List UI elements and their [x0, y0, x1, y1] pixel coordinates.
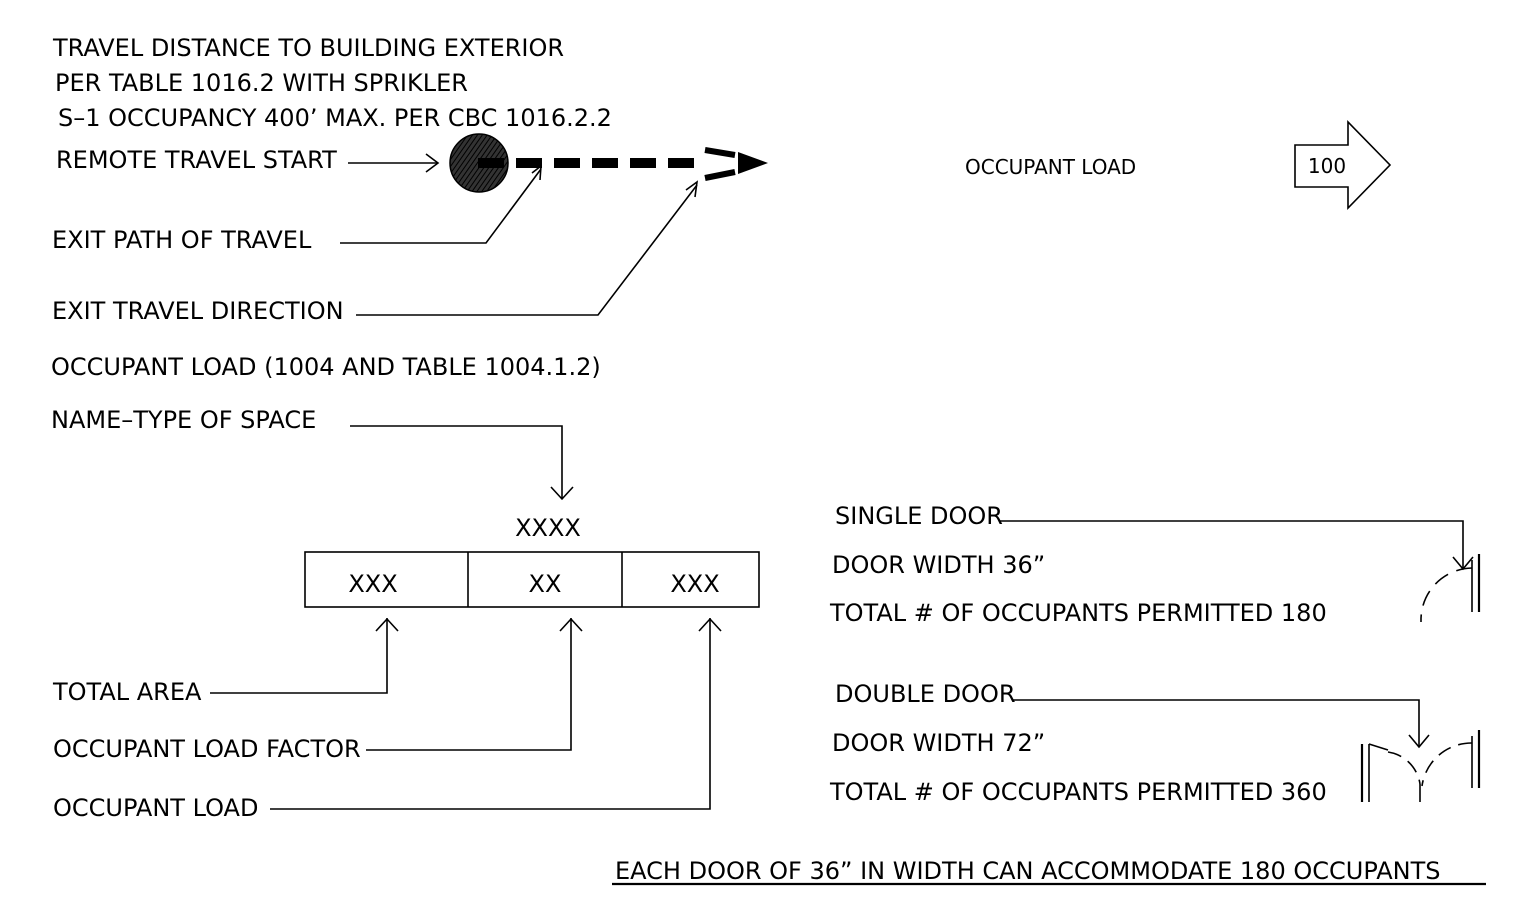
occupant-load-label: OCCUPANT LOAD	[53, 794, 258, 822]
total-area-label: TOTAL AREA	[52, 678, 202, 706]
load-factor-leader	[366, 617, 583, 751]
occupant-load-table	[304, 551, 760, 608]
occupant-load-indicator-label: OCCUPANT LOAD	[965, 155, 1136, 179]
table-cell-load: XXX	[670, 570, 719, 598]
remote-start-leader	[348, 153, 440, 173]
name-type-label: NAME–TYPE OF SPACE	[51, 406, 316, 434]
occupant-load-value: 100	[1308, 154, 1346, 178]
double-door-width: DOOR WIDTH 72”	[832, 729, 1045, 757]
exit-direction-label: EXIT TRAVEL DIRECTION	[52, 297, 344, 325]
single-door-label: SINGLE DOOR	[835, 502, 1003, 530]
header-line-3: S–1 OCCUPANCY 400’ MAX. PER CBC 1016.2.2	[58, 104, 612, 132]
header-line-2: PER TABLE 1016.2 WITH SPRIKLER	[55, 69, 468, 97]
exit-direction-leader	[356, 180, 699, 316]
total-area-leader	[210, 617, 399, 694]
header-line-1: TRAVEL DISTANCE TO BUILDING EXTERIOR	[52, 34, 564, 62]
occupant-load-factor-label: OCCUPANT LOAD FACTOR	[53, 735, 361, 763]
exit-path-leader	[340, 164, 542, 244]
occupant-load-leader	[270, 617, 722, 810]
table-cell-factor: XX	[529, 570, 562, 598]
double-door-symbol	[1360, 730, 1481, 802]
table-cell-area: XXX	[348, 570, 397, 598]
occupant-load-arrow-symbol	[1294, 120, 1392, 210]
space-name: XXXX	[515, 514, 581, 542]
single-door-width: DOOR WIDTH 36”	[832, 551, 1045, 579]
single-door-total: TOTAL # OF OCCUPANTS PERMITTED 180	[829, 599, 1327, 627]
remote-travel-start-label: REMOTE TRAVEL START	[56, 146, 337, 174]
double-door-leader	[1012, 699, 1430, 749]
footer-note: EACH DOOR OF 36” IN WIDTH CAN ACCOMMODAT…	[615, 857, 1441, 885]
name-type-leader	[350, 425, 574, 501]
occupant-load-section-title: OCCUPANT LOAD (1004 AND TABLE 1004.1.2)	[51, 353, 601, 381]
double-door-total: TOTAL # OF OCCUPANTS PERMITTED 360	[829, 778, 1327, 806]
single-door-symbol	[1420, 554, 1481, 623]
exit-path-label: EXIT PATH OF TRAVEL	[52, 226, 312, 254]
double-door-label: DOUBLE DOOR	[835, 680, 1016, 708]
exit-path-arrow	[478, 147, 768, 181]
single-door-leader	[1000, 520, 1474, 571]
